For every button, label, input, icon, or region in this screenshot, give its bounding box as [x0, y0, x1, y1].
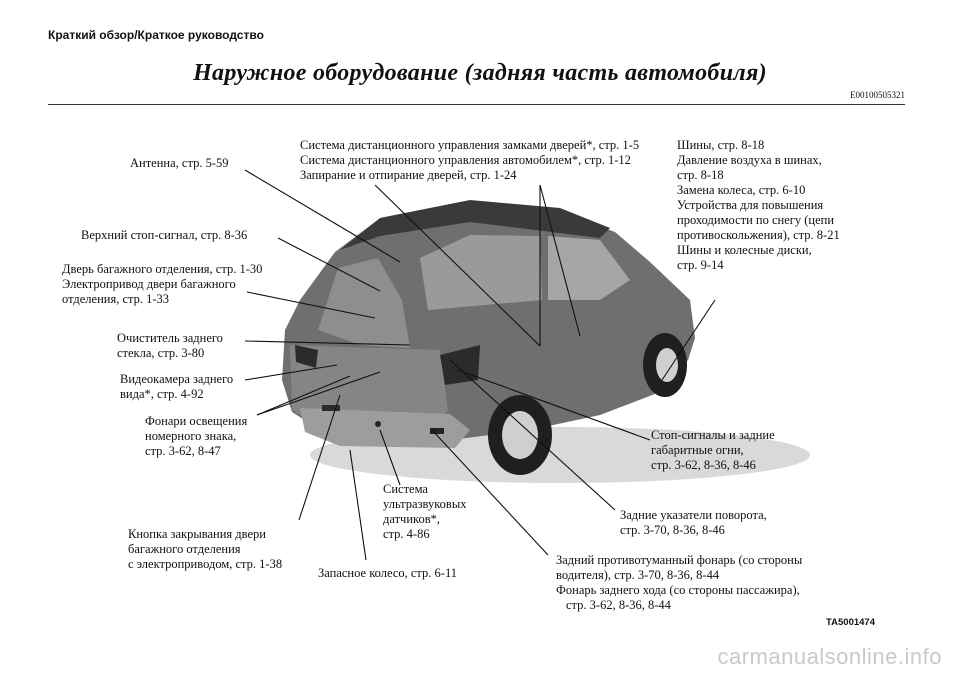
label-remote-1: Система дистанционного управления замкам…	[300, 138, 639, 153]
label-plate-3: стр. 3-62, 8-47	[145, 444, 221, 459]
label-button-1: Кнопка закрывания двери	[128, 527, 266, 542]
label-stoplamp: Верхний стоп-сигнал, стр. 8-36	[81, 228, 247, 243]
label-tires-8: Шины и колесные диски,	[677, 243, 812, 258]
label-tires-2: Давление воздуха в шинах,	[677, 153, 822, 168]
label-fog-2: водителя), стр. 3-70, 8-36, 8-44	[556, 568, 719, 583]
label-stop-1: Стоп-сигналы и задние	[651, 428, 775, 443]
label-tires-5: Устройства для повышения	[677, 198, 823, 213]
label-tires-9: стр. 9-14	[677, 258, 724, 273]
label-spare: Запасное колесо, стр. 6-11	[318, 566, 457, 581]
label-tires-6: проходимости по снегу (цепи	[677, 213, 834, 228]
label-remote-3: Запирание и отпирание дверей, стр. 1-24	[300, 168, 517, 183]
label-plate-2: номерного знака,	[145, 429, 236, 444]
label-wiper-2: стекла, стр. 3-80	[117, 346, 204, 361]
label-sensor-4: стр. 4-86	[383, 527, 430, 542]
figure-id: TA5001474	[826, 617, 875, 628]
label-turn-1: Задние указатели поворота,	[620, 508, 767, 523]
watermark: carmanualsonline.info	[717, 644, 942, 670]
label-sensor-1: Система	[383, 482, 428, 497]
label-tailgate-2: Электропривод двери багажного	[62, 277, 236, 292]
label-wiper-1: Очиститель заднего	[117, 331, 223, 346]
label-tires-1: Шины, стр. 8-18	[677, 138, 764, 153]
label-button-2: багажного отделения	[128, 542, 241, 557]
label-tailgate-3: отделения, стр. 1-33	[62, 292, 169, 307]
label-tires-3: стр. 8-18	[677, 168, 724, 183]
label-camera-1: Видеокамера заднего	[120, 372, 233, 387]
label-fog-3: Фонарь заднего хода (со стороны пассажир…	[556, 583, 800, 598]
label-camera-2: вида*, стр. 4-92	[120, 387, 204, 402]
label-stop-3: стр. 3-62, 8-36, 8-46	[651, 458, 756, 473]
label-antenna: Антенна, стр. 5-59	[130, 156, 228, 171]
label-button-3: с электроприводом, стр. 1-38	[128, 557, 282, 572]
label-fog-4: стр. 3-62, 8-36, 8-44	[566, 598, 671, 613]
label-sensor-3: датчиков*,	[383, 512, 440, 527]
label-stop-2: габаритные огни,	[651, 443, 744, 458]
label-tailgate-1: Дверь багажного отделения, стр. 1-30	[62, 262, 262, 277]
label-fog-1: Задний противотуманный фонарь (со сторон…	[556, 553, 802, 568]
label-plate-1: Фонари освещения	[145, 414, 247, 429]
label-tires-7: противоскольжения), стр. 8-21	[677, 228, 840, 243]
label-tires-4: Замена колеса, стр. 6-10	[677, 183, 805, 198]
label-turn-2: стр. 3-70, 8-36, 8-46	[620, 523, 725, 538]
label-sensor-2: ультразвуковых	[383, 497, 466, 512]
label-remote-2: Система дистанционного управления автомо…	[300, 153, 631, 168]
